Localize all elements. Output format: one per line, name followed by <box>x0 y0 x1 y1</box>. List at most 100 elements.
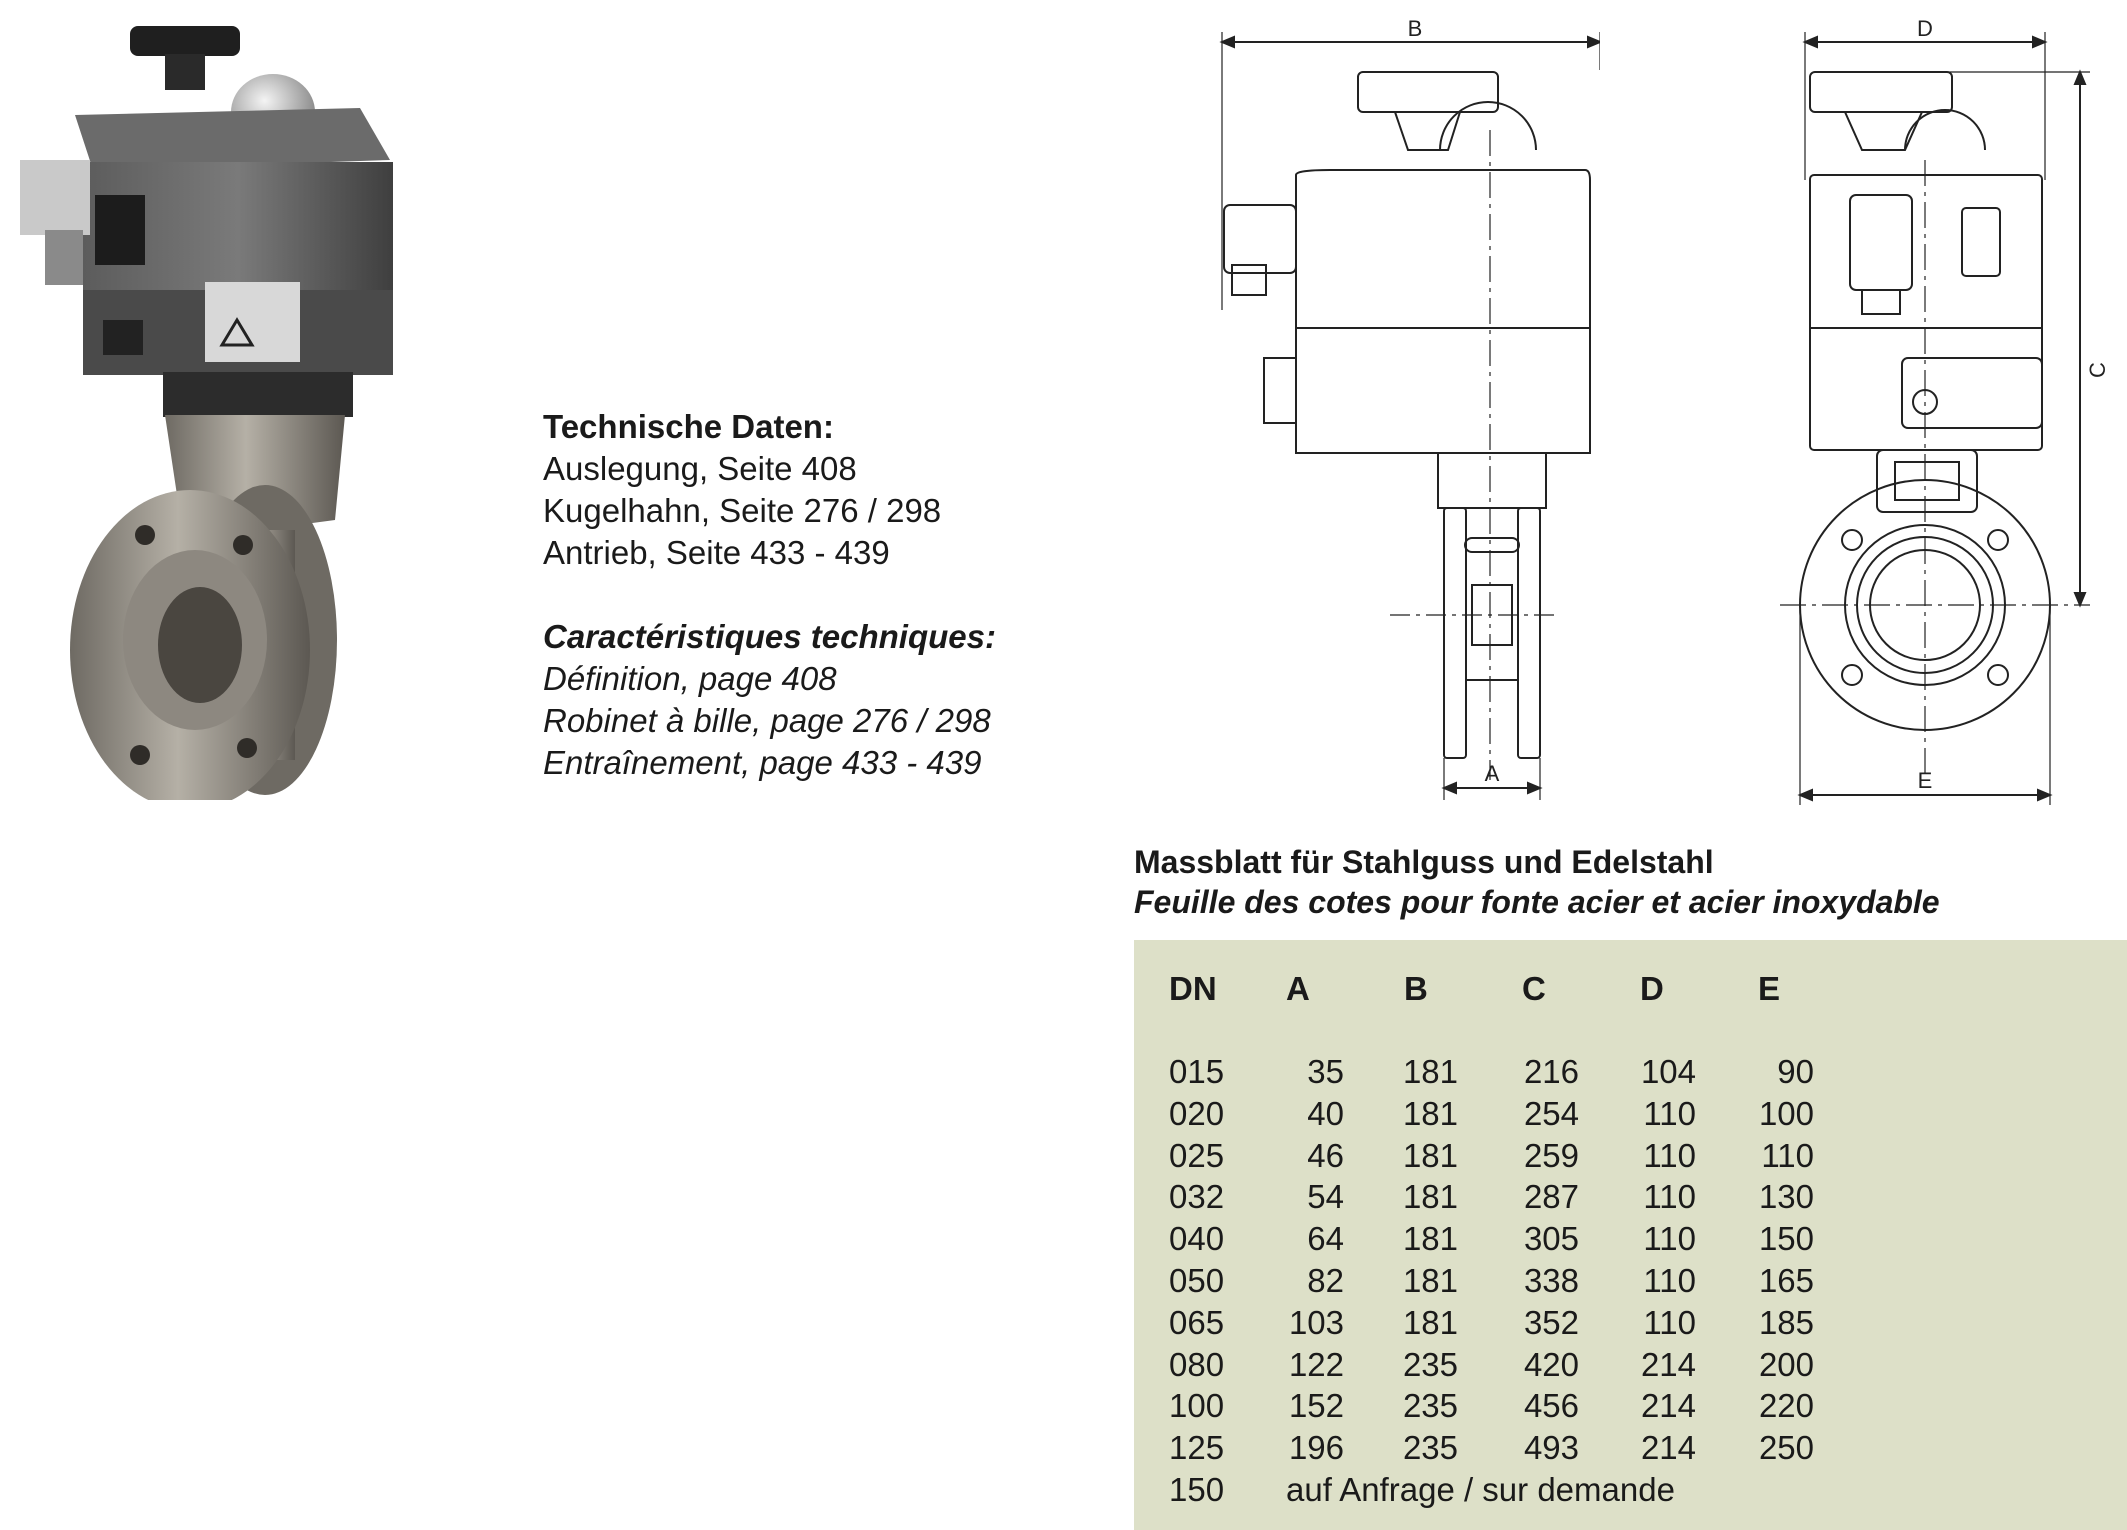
table-cell: 54 <box>1307 1178 1344 1216</box>
table-cell: 165 <box>1758 1262 1814 1299</box>
table-cell: 181 <box>1402 1136 1458 1174</box>
table-cell: 110 <box>1643 1303 1696 1341</box>
table-cell: 305 <box>1523 1220 1579 1258</box>
sheet-title-fr: Feuille des cotes pour fonte acier et ac… <box>1134 884 1940 920</box>
table-row: 032 54 181 287 110 130 <box>1134 1176 2127 1218</box>
front-view-drawing: D C E <box>1780 16 2110 805</box>
table-cell: 259 <box>1523 1136 1579 1174</box>
table-cell: 200 <box>1758 1345 1814 1383</box>
table-cell: 181 <box>1402 1220 1458 1258</box>
table-cell: 46 <box>1307 1136 1344 1174</box>
dimension-table: DN A B C D E 015 35 181 216 104 90 020 40 181 254 110 100… <box>1134 940 2127 1530</box>
sheet-title-de: Massblatt für Stahlguss und Edelstahl <box>1134 844 1714 880</box>
technical-heading-de: Technische Daten: <box>543 408 834 445</box>
dim-label-c: C <box>2085 362 2110 378</box>
table-cell: 125 <box>1169 1429 1225 1467</box>
technical-line: Antrieb, Seite 433 - 439 <box>543 534 890 571</box>
technical-heading-fr: Caractéristiques techniques: <box>543 618 996 655</box>
table-cell: 130 <box>1758 1178 1814 1216</box>
technical-line: Kugelhahn, Seite 276 / 298 <box>543 492 942 529</box>
table-cell: 287 <box>1523 1178 1579 1216</box>
table-cell: 493 <box>1523 1429 1579 1467</box>
table-cell: 080 <box>1169 1345 1225 1383</box>
table-cell: 110 <box>1643 1220 1696 1258</box>
table-cell: 214 <box>1640 1429 1696 1467</box>
dim-label-e: E <box>1918 768 1933 793</box>
technical-line: Définition, page 408 <box>543 660 837 697</box>
table-row: 050 82 181 338 110 165 <box>1134 1260 2127 1302</box>
table-cell: 90 <box>1777 1053 1814 1090</box>
table-cell: 254 <box>1523 1094 1579 1132</box>
table-cell: 220 <box>1758 1387 1814 1425</box>
table-cell: 64 <box>1307 1220 1344 1258</box>
table-cell: 025 <box>1169 1136 1225 1174</box>
table-row: 100 152 235 456 214 220 <box>1134 1385 2127 1427</box>
on-request-note: auf Anfrage / sur demande <box>1286 1471 1675 1508</box>
table-row: 150 auf Anfrage / sur demande <box>1134 1469 2127 1511</box>
table-cell: 100 <box>1758 1094 1814 1132</box>
table-header-cell: A <box>1286 970 1310 1007</box>
table-header-row: DN A B C D E <box>1134 968 2127 1010</box>
table-cell: 150 <box>1169 1471 1225 1508</box>
dim-label-a: A <box>1485 761 1500 786</box>
table-cell: 235 <box>1402 1345 1458 1383</box>
table-cell: 338 <box>1523 1262 1579 1299</box>
table-row: 080 122 235 420 214 200 <box>1134 1344 2127 1386</box>
table-cell: 216 <box>1523 1053 1579 1090</box>
table-cell: 040 <box>1169 1220 1225 1258</box>
product-photo <box>20 26 393 800</box>
table-cell: 35 <box>1307 1053 1344 1090</box>
table-cell: 181 <box>1402 1053 1458 1090</box>
table-cell: 100 <box>1169 1387 1225 1425</box>
technical-line: Auslegung, Seite 408 <box>543 450 857 487</box>
table-row: 065 103 181 352 110 185 <box>1134 1302 2127 1344</box>
table-cell: 40 <box>1307 1094 1344 1132</box>
table-cell: 250 <box>1758 1429 1814 1467</box>
table-row: 125 196 235 493 214 250 <box>1134 1427 2127 1469</box>
table-cell: 110 <box>1761 1136 1814 1174</box>
table-cell: 456 <box>1523 1387 1579 1425</box>
table-cell: 110 <box>1643 1178 1696 1216</box>
table-cell: 152 <box>1288 1387 1344 1425</box>
table-header-cell: D <box>1640 970 1664 1007</box>
table-cell: 103 <box>1288 1303 1344 1341</box>
table-header-cell: E <box>1758 970 1781 1007</box>
technical-line: Robinet à bille, page 276 / 298 <box>543 702 991 739</box>
table-cell: 352 <box>1523 1303 1579 1341</box>
table-header-cell: C <box>1522 970 1546 1007</box>
table-cell: 110 <box>1643 1094 1696 1132</box>
table-row: 025 46 181 259 110 110 <box>1134 1135 2127 1177</box>
table-cell: 185 <box>1758 1303 1814 1341</box>
table-cell: 214 <box>1640 1387 1696 1425</box>
table-cell: 015 <box>1169 1053 1225 1090</box>
table-cell: 196 <box>1288 1429 1344 1467</box>
table-cell: 235 <box>1402 1429 1458 1467</box>
dimension-sheet-title: Massblatt für Stahlguss und Edelstahl Fe… <box>1134 842 1940 922</box>
table-cell: 181 <box>1402 1262 1458 1299</box>
table-cell: 020 <box>1169 1094 1225 1132</box>
technical-data: Technische Daten: Auslegung, Seite 408 K… <box>543 406 1143 784</box>
table-cell: 104 <box>1640 1053 1696 1090</box>
table-row: 015 35 181 216 104 90 <box>1134 1051 2127 1093</box>
dim-label-d: D <box>1917 16 1933 41</box>
table-cell: 214 <box>1640 1345 1696 1383</box>
side-view-drawing: B A <box>1219 16 1600 800</box>
table-cell: 82 <box>1307 1262 1344 1299</box>
table-cell: 235 <box>1402 1387 1458 1425</box>
table-row: 020 40 181 254 110 100 <box>1134 1093 2127 1135</box>
table-cell: 420 <box>1523 1345 1579 1383</box>
table-cell: 065 <box>1169 1303 1225 1341</box>
table-cell: 110 <box>1643 1262 1696 1299</box>
table-cell: 032 <box>1169 1178 1225 1216</box>
table-cell: 181 <box>1402 1303 1458 1341</box>
table-cell: 050 <box>1169 1262 1225 1299</box>
dim-label-b: B <box>1408 16 1423 41</box>
table-header-cell: B <box>1404 970 1428 1007</box>
table-header-cell: DN <box>1169 970 1217 1007</box>
table-cell: 122 <box>1288 1345 1344 1383</box>
technical-line: Entraînement, page 433 - 439 <box>543 744 982 781</box>
table-cell: 181 <box>1402 1178 1458 1216</box>
table-cell: 110 <box>1643 1136 1696 1174</box>
table-cell: 181 <box>1402 1094 1458 1132</box>
